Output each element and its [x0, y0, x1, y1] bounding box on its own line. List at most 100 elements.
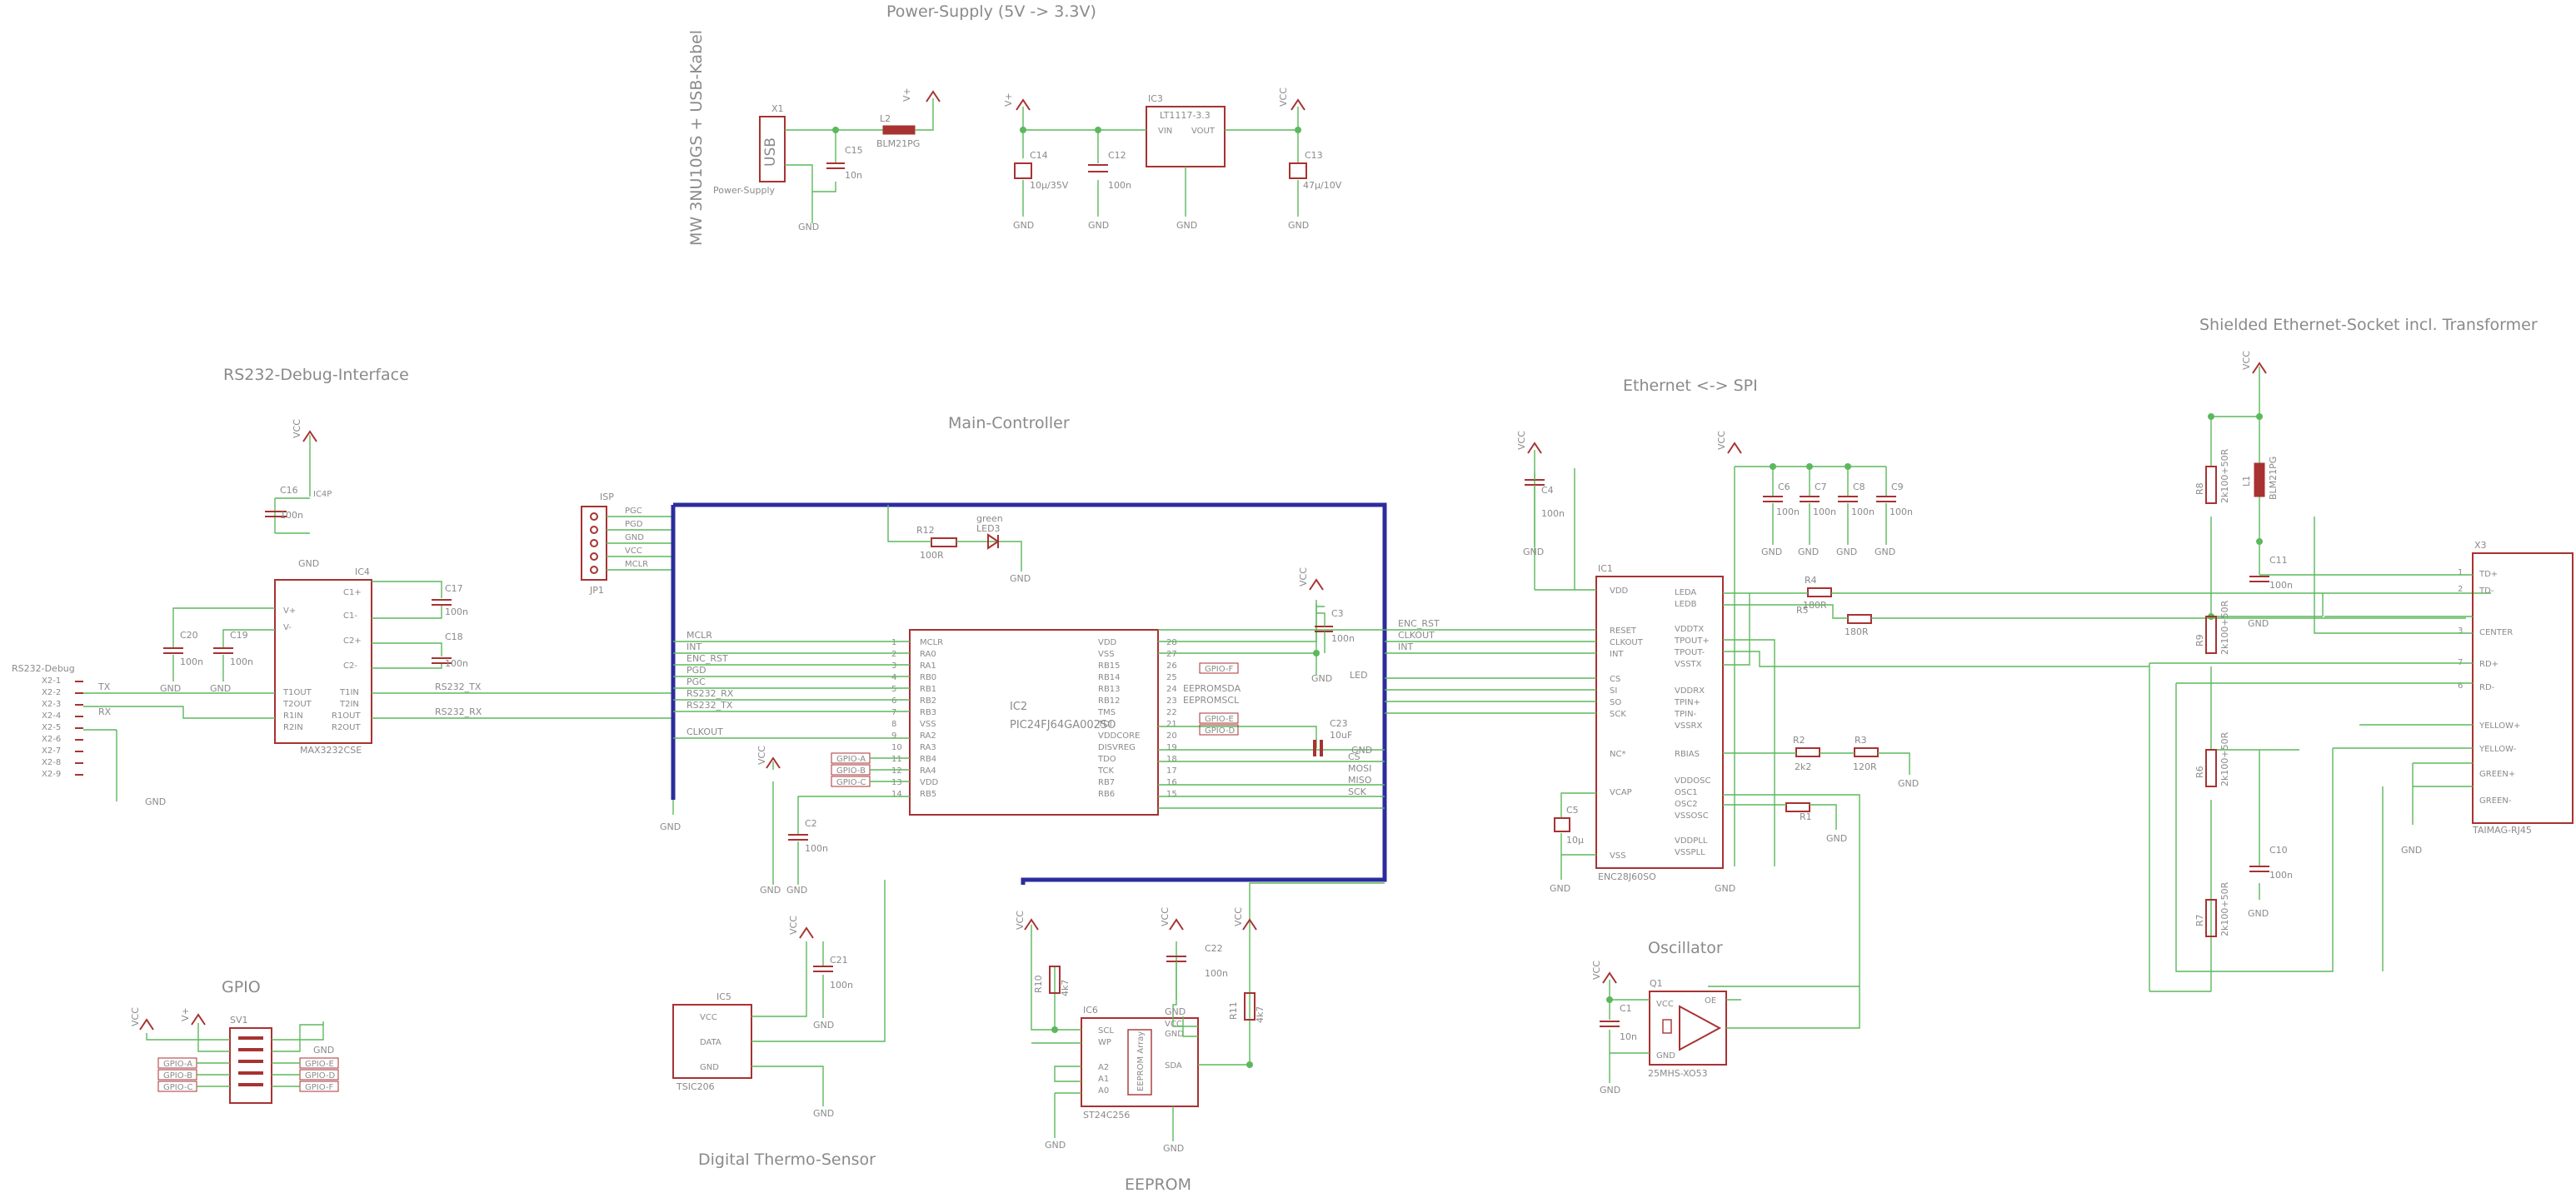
- c22-value: 100n: [1205, 968, 1228, 979]
- gnd-label: GND: [2401, 845, 2422, 856]
- c20-ref: C20: [180, 630, 198, 641]
- r7-resistor: [2205, 899, 2217, 937]
- ic2-pin-label: RB4: [920, 755, 936, 764]
- vplus-arrow: [926, 90, 941, 102]
- l1-value: BLM21PG: [2268, 457, 2279, 500]
- ic1-pin-label: LEDB: [1675, 600, 1697, 609]
- ic4-pin: T2IN: [339, 700, 359, 709]
- ic2-pin-label: VSS: [920, 720, 936, 729]
- gpio-tag: GPIO-C: [836, 778, 866, 787]
- ic1-pin-label: VDDRX: [1675, 686, 1705, 696]
- ic2-pin-number: 23: [1166, 696, 1177, 706]
- r1-ref: R1: [1800, 811, 1812, 822]
- c14-ref: C14: [1030, 150, 1048, 161]
- isp-pin-gnd: GND: [625, 533, 644, 542]
- net-mclr: MCLR: [686, 630, 712, 641]
- gnd-label: GND: [313, 1045, 334, 1056]
- x2-pin: X2-7: [42, 746, 61, 756]
- ic1-pin-label: RESET: [1610, 626, 1637, 636]
- rj45-pin-label: TD+: [2479, 570, 2498, 579]
- ic2-pin-number: 10: [891, 743, 902, 752]
- c14-symbol: [1014, 162, 1032, 179]
- c3-ref: C3: [1331, 608, 1344, 619]
- ic4-value: MAX3232CSE: [300, 745, 362, 756]
- isp-pin-pgd: PGD: [625, 520, 643, 529]
- ic3-vin: VIN: [1158, 127, 1172, 136]
- vcc-label: VCC: [1160, 907, 1171, 926]
- x2-pin: X2-2: [42, 688, 61, 697]
- eeprom-title: EEPROM: [1125, 1176, 1191, 1194]
- r2-value: 2k2: [1795, 761, 1811, 772]
- ic1-pin-label: TPOUT-: [1674, 648, 1705, 657]
- r9-ref: R9: [2194, 634, 2205, 646]
- ic2-pin-number: 17: [1166, 766, 1177, 776]
- rj45-pin-label: YELLOW-: [2479, 745, 2517, 754]
- ic2-pin-number: 24: [1166, 685, 1177, 694]
- ic6-ref: IC6: [1083, 1005, 1098, 1016]
- gnd-label: GND: [1165, 1006, 1186, 1017]
- net-mosi: MOSI: [1348, 763, 1371, 774]
- gnd-label: GND: [1010, 573, 1031, 584]
- gnd-label: GND: [1826, 833, 1847, 844]
- r2-ref: R2: [1793, 735, 1805, 746]
- ic4-pin: C1+: [343, 588, 362, 597]
- ic2-pin-label: DISVREG: [1098, 743, 1136, 752]
- ic4-pin: T2OUT: [282, 700, 312, 709]
- gnd-label: GND: [760, 885, 781, 896]
- x2-pin: X2-9: [42, 770, 61, 779]
- vcc-label-1: VCC: [1278, 87, 1289, 107]
- ic1-pin-label: VSS: [1610, 851, 1626, 861]
- ferrite-l1: [2254, 462, 2265, 497]
- gnd-label: GND: [298, 558, 319, 569]
- gpio-tag: GPIO-F: [1205, 665, 1233, 674]
- r8-value: 2k100+50R: [2219, 448, 2230, 503]
- rj45-pin-number: 1: [2458, 568, 2463, 577]
- r11-resistor: [1244, 992, 1256, 1021]
- ic1-pin-label: VDDTX: [1675, 625, 1704, 634]
- ic6-pin-wp: WP: [1098, 1038, 1111, 1047]
- rs232-title: RS232-Debug-Interface: [223, 366, 409, 384]
- vcc-label: VCC: [292, 419, 302, 438]
- net-eeprom-scl: EEPROMSCL: [1183, 695, 1240, 706]
- main-controller-block: IC2 PIC24FJ64GA002SO MCLR1RA02RA13RB04RB…: [673, 505, 1440, 896]
- ic2-pin-number: 9: [891, 731, 896, 741]
- gpio-tag: GPIO-F: [305, 1083, 333, 1092]
- ic2-pin-label: RB0: [920, 673, 936, 682]
- gnd-label: GND: [1600, 1085, 1620, 1096]
- ic2-pin-number: 20: [1166, 731, 1177, 741]
- ic2-pin-label: RA0: [920, 650, 936, 659]
- ic2-pin-label: RB7: [1098, 778, 1115, 787]
- cap-value: 100n: [1890, 507, 1913, 517]
- gnd-label: GND: [813, 1108, 834, 1119]
- net-sck: SCK: [1348, 786, 1367, 797]
- jp1-body: [581, 506, 607, 581]
- r9-value: 2k100+50R: [2219, 600, 2230, 655]
- ic2-pin-label: TMS: [1097, 708, 1116, 717]
- rj45-pin-label: YELLOW+: [2479, 721, 2520, 731]
- ic2-pin-number: 12: [891, 766, 902, 776]
- net-int: INT: [1398, 641, 1413, 652]
- eeprom-array-label: EEPROM Array: [1136, 1031, 1146, 1091]
- vplus-label: V+: [180, 1007, 191, 1021]
- vplus-label: V+: [901, 87, 912, 102]
- ic2-pin-number: 8: [891, 720, 896, 729]
- gnd-label: GND: [1875, 547, 1895, 557]
- ic1-pin-label: NC*: [1610, 750, 1625, 759]
- vplus-label-2: V+: [1003, 92, 1014, 107]
- c13-value: 47µ/10V: [1303, 180, 1342, 191]
- ic2-pin-label: TCK: [1097, 766, 1115, 776]
- vcc-label: VCC: [1516, 431, 1527, 450]
- ic2-pin-label: RB12: [1098, 696, 1121, 706]
- ic2-pin-number: 16: [1166, 778, 1177, 787]
- gnd-label: GND: [1163, 1143, 1184, 1154]
- thermo-sensor-title: Digital Thermo-Sensor: [698, 1151, 876, 1169]
- l2-ref: L2: [880, 113, 891, 124]
- eeprom-block: IC6 ST24C256 SCL WP A2 A1 A0 SDA VCC GND…: [1015, 882, 1385, 1154]
- gnd-label: GND: [1898, 778, 1919, 789]
- ic2-left-wires: [673, 641, 910, 739]
- gnd-label: GND: [1836, 547, 1857, 557]
- x2-pin: X2-6: [42, 735, 61, 744]
- thermo-sensor-block: IC5 TSIC206 VCC DATA GND C21 100n VCC GN…: [672, 880, 886, 1119]
- ic1-pin-label: OSC1: [1675, 788, 1698, 797]
